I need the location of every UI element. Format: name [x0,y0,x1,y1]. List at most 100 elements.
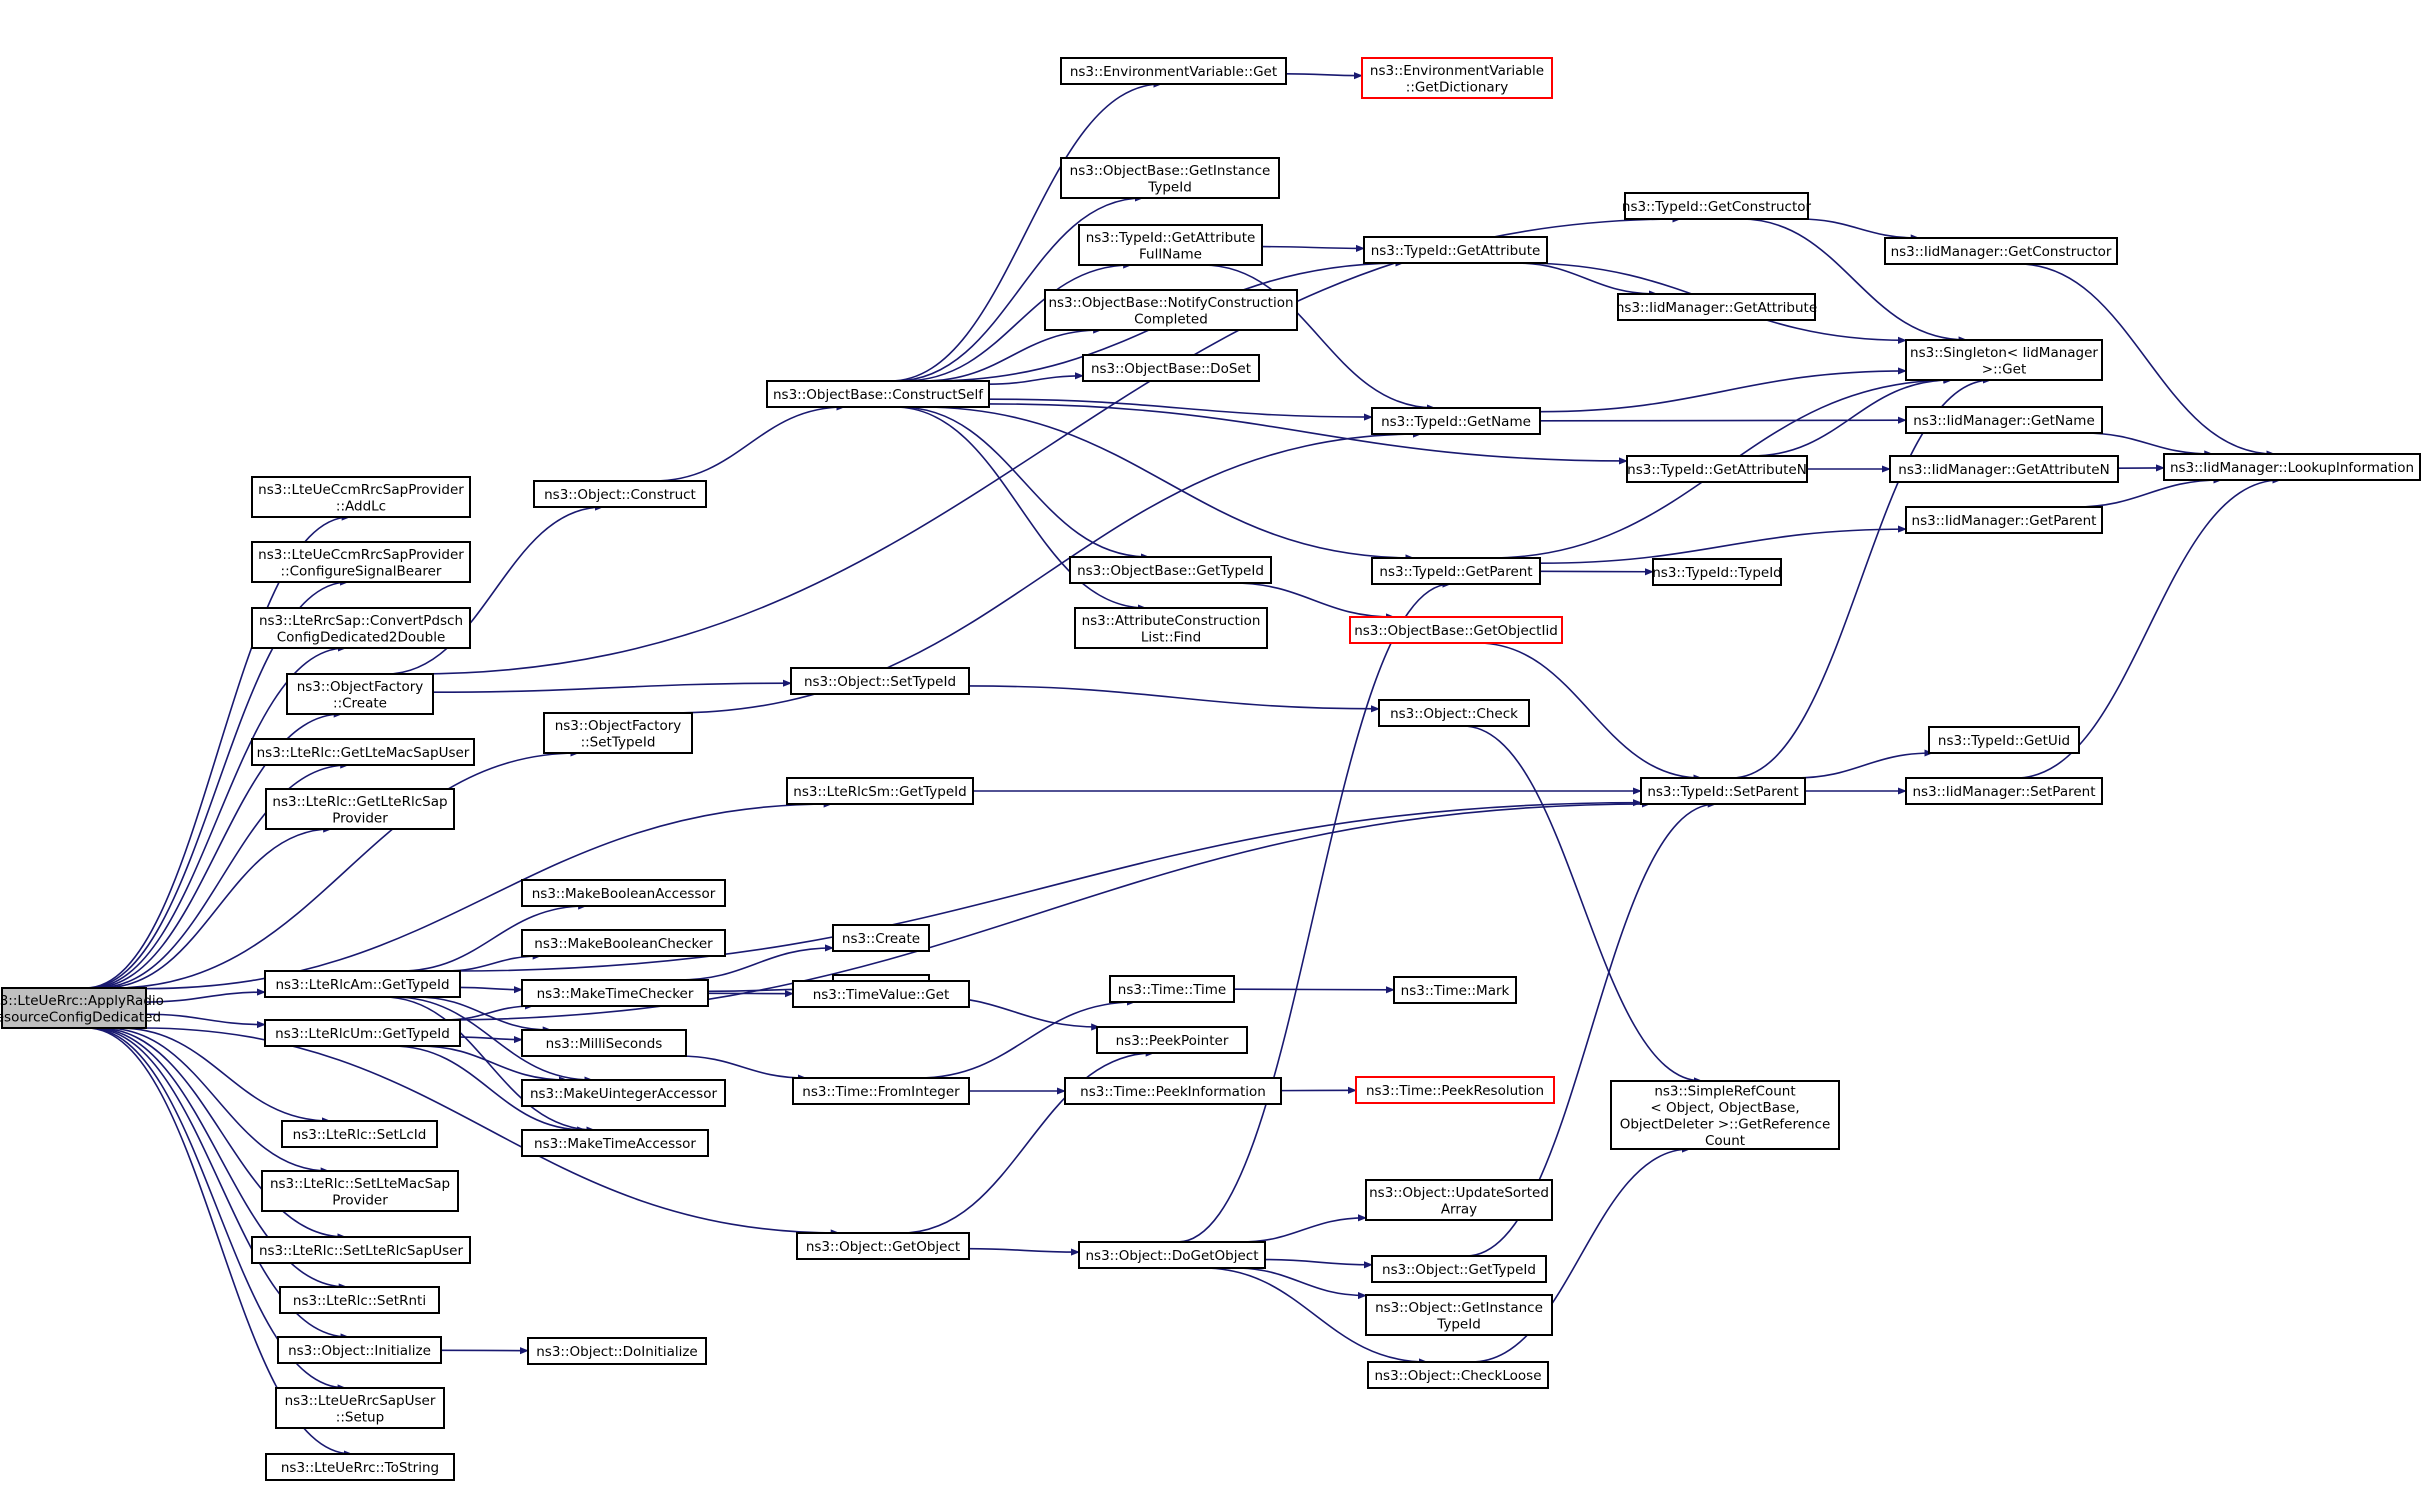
edge-line [454,799,1642,972]
node-label: ns3::Time::PeekInformation [1080,1084,1266,1100]
node-obgetiid: ns3::ObjectBase::GetObjectIid [1349,616,1563,644]
node-box [1078,224,1263,266]
edge-rlcam-mktimechk [459,986,523,994]
edge-rlcum-mkuintacc [419,1045,568,1084]
node-box [1905,777,2103,805]
edge-rlcam-mktimeacc [383,996,596,1134]
edge-construct-tidgetparent [920,406,1415,562]
node-label: ns3::PeekPointer [1116,1033,1229,1049]
node-box [1624,192,1809,220]
edge-envget-envdict [1285,72,1363,80]
edge-line [677,944,834,981]
node-label: ns3::Object::DoInitialize [536,1344,698,1360]
node-label: ::Setup [336,1409,384,1425]
node-label: ns3::MakeUintegerAccessor [530,1086,718,1102]
node-label: ns3::Object::SetTypeId [804,674,956,690]
node-box [1096,1026,1248,1054]
edge-root-convpdsch [89,644,347,989]
node-getmacuser: ns3::LteRlc::GetLteMacSapUser [251,738,475,766]
node-box [1371,557,1541,585]
edge-line [97,1027,347,1241]
node-label: TypeId [1436,1316,1481,1332]
node-box [1626,455,1808,483]
edge-root-getmacuser [96,761,350,989]
edge-rlcam-millis [415,996,552,1034]
node-label: ns3::Create [842,931,920,947]
edge-line [88,1027,347,1392]
node-label: ns3::Object::Check [1390,706,1518,722]
edge-construct-obgettid [899,406,1150,561]
node-box [1371,1255,1547,1283]
edge-construct-attrfind [894,406,1147,612]
node-box [1905,339,2103,381]
node-box [1082,354,1260,382]
node-label: ns3::LteRlcAm::GetTypeId [275,977,449,993]
edge-mktimechk-create [677,944,834,981]
node-box [521,1079,726,1107]
edge-root-setlcid [119,1027,331,1125]
node-label: ns3::Object::DoGetObject [1085,1248,1258,1264]
node-label: List::Find [1141,629,1201,645]
edge-line [1232,582,1396,621]
edge-line [432,679,792,693]
node-label: ns3::ObjectFactory [297,679,424,695]
node-box [261,1170,459,1212]
edge-tidgetctor-singleton [1740,218,1968,344]
edge-tidsetparent-tidgetuid [1794,749,1934,779]
edge-line [1740,218,1968,344]
edge-tidgetparent-iidgetparent [1539,525,1907,564]
node-label: ns3::ObjectBase::ConstructSelf [773,387,984,403]
node-box [1378,699,1530,727]
node-label: ns3::Object::CheckLoose [1374,1368,1541,1384]
edge-iidgetparent-lookup [2074,476,2223,508]
edge-root-rrcsetup [88,1027,347,1392]
edge-checkloose-simpleref [1471,1145,1691,1363]
node-label: ns3::TypeId::GetParent [1379,564,1532,580]
edge-line [141,1027,840,1237]
node-box [286,673,434,715]
node-label: ObjectDeleter >::GetReference [1620,1116,1831,1132]
node-label: ns3::MakeTimeChecker [537,986,694,1002]
node-label: ns3::Object::GetTypeId [1382,1262,1536,1278]
node-box [264,1019,461,1047]
node-box [1617,293,1816,321]
node-notify: ns3::ObjectBase::NotifyConstructionCompl… [1044,289,1298,331]
node-envget: ns3::EnvironmentVariable::Get [1060,57,1287,85]
node-label: ns3::IidManager::GetAttributeN [1898,462,2109,478]
node-label: ns3::Object::UpdateSorted [1369,1185,1549,1201]
edge-getattrfn-tidgetname [1202,264,1436,412]
node-peekinfo: ns3::Time::PeekInformation [1064,1077,1282,1105]
node-box [521,1129,709,1157]
edge-root-setmacprov [105,1027,330,1175]
edge-line [1264,1258,1373,1269]
node-box [1393,976,1517,1004]
edge-line [383,996,596,1134]
node-rlcam: ns3::LteRlcAm::GetTypeId [264,970,461,998]
edge-line [385,503,604,675]
node-box [251,607,471,649]
node-label: ns3::LteUeRrcSapUser [285,1393,436,1409]
edge-line [968,1247,1080,1256]
edge-tidgetname-singleton [1539,367,1907,413]
node-tidgetctor: ns3::TypeId::GetConstructor [1622,192,1812,220]
node-tidgetparent: ns3::TypeId::GetParent [1371,557,1541,585]
edge-dogetobj-objgetinsttid [1234,1267,1367,1300]
node-objgettid: ns3::Object::GetTypeId [1371,1255,1547,1283]
edge-line [86,1027,353,1458]
node-box [1363,236,1548,264]
edge-line [102,825,333,989]
node-label: ns3::Object::GetInstance [1375,1300,1543,1316]
node-label: ns3::LteUeRrc::ApplyRadio [0,993,164,1009]
node-box [790,667,970,695]
node-fromint: ns3::Time::FromInteger [792,1077,970,1105]
node-label: ns3::EnvironmentVariable [1370,63,1544,79]
node-box [281,1120,438,1148]
node-box [1064,1077,1282,1105]
edge-line [968,685,1380,713]
node-box [796,1232,970,1260]
node-label: ns3::IidManager::GetParent [1912,513,2097,529]
node-box [265,1453,455,1481]
